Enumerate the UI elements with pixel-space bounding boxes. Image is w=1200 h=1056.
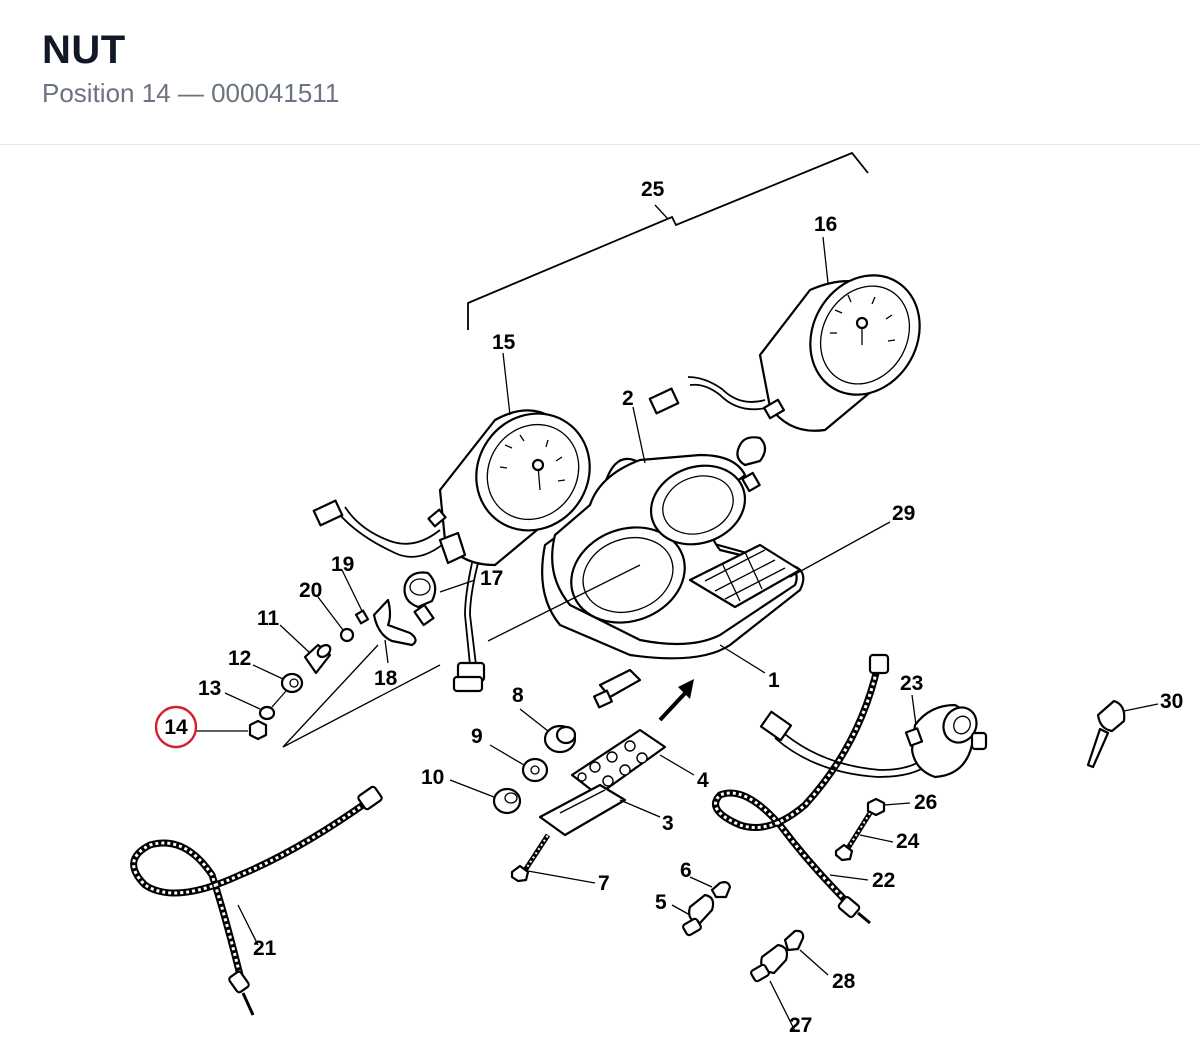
key-30[interactable] [1086,699,1126,769]
callout-18[interactable]: 18 [374,667,398,690]
callout-21[interactable]: 21 [253,937,277,960]
callout-28[interactable]: 28 [832,970,856,993]
tachometer[interactable] [312,391,613,693]
callout-23[interactable]: 23 [900,672,923,695]
callout-2[interactable]: 2 [622,387,634,410]
callout-16[interactable]: 16 [814,213,837,236]
callout-3[interactable]: 3 [662,812,674,835]
washer-9[interactable] [521,757,549,783]
exploded-parts-diagram: 25 16 15 2 29 17 19 20 11 12 13 18 1 8 9… [0,145,1200,1056]
nut-14[interactable] [248,719,268,741]
socket-27[interactable] [750,943,789,983]
direction-arrow-icon [658,679,694,722]
collar-11[interactable] [303,643,333,675]
assembly-bracket-25 [467,151,869,330]
bulb-28[interactable] [783,929,805,952]
speedometer-cable-21[interactable] [130,785,383,1016]
callout-7[interactable]: 7 [598,872,610,895]
washer-13[interactable] [258,705,276,721]
damper-8[interactable] [543,724,577,754]
callout-11[interactable]: 11 [257,607,280,630]
washer-20[interactable] [339,627,355,643]
screw-7[interactable] [510,833,551,883]
callout-13[interactable]: 13 [198,677,221,700]
callout-24[interactable]: 24 [896,830,920,853]
callout-14[interactable]: 14 [164,716,188,739]
callout-5[interactable]: 5 [655,891,667,914]
callout-19[interactable]: 19 [331,553,354,576]
bracket-18[interactable] [372,598,417,647]
callout-6[interactable]: 6 [680,859,692,882]
callout-27[interactable]: 27 [789,1014,812,1037]
part-title: NUT [42,28,126,72]
socket-5[interactable] [682,893,715,937]
highlighted-callout-14[interactable]: 14 [154,705,198,749]
part-subtitle: Position 14 — 000041511 [42,78,340,108]
callout-20[interactable]: 20 [299,579,322,602]
callout-25[interactable]: 25 [641,178,665,201]
callout-9[interactable]: 9 [471,725,483,748]
page-header: NUT Position 14 — 000041511 [0,0,1200,145]
nut-26[interactable] [866,797,886,817]
tachometer-cable-22[interactable] [712,653,890,925]
grommet-12[interactable] [280,672,304,694]
leader-lines [196,204,1159,1032]
screw-19[interactable] [354,609,370,625]
callout-22[interactable]: 22 [872,869,895,892]
plate-3[interactable] [538,783,627,837]
callout-12[interactable]: 12 [228,647,251,670]
callout-29[interactable]: 29 [892,502,915,525]
callout-15[interactable]: 15 [492,331,516,354]
callout-10[interactable]: 10 [421,766,444,789]
bulb-socket-17[interactable] [403,571,437,627]
meter-housing[interactable] [487,453,805,709]
callout-17[interactable]: 17 [480,567,503,590]
callout-8[interactable]: 8 [512,684,524,707]
callout-30[interactable]: 30 [1160,690,1183,713]
bulb-6[interactable] [710,881,732,899]
collar-10[interactable] [492,787,522,815]
bolt-24[interactable] [834,811,873,862]
callout-26[interactable]: 26 [914,791,937,814]
callout-1[interactable]: 1 [768,669,780,692]
indicator-panel-4[interactable] [570,728,667,797]
assembly-lines [271,644,441,748]
callout-4[interactable]: 4 [697,769,709,792]
speedometer[interactable] [648,255,941,493]
callout-labels: 25 16 15 2 29 17 19 20 11 12 13 18 1 8 9… [154,178,1183,1037]
main-switch-23[interactable] [759,701,988,779]
